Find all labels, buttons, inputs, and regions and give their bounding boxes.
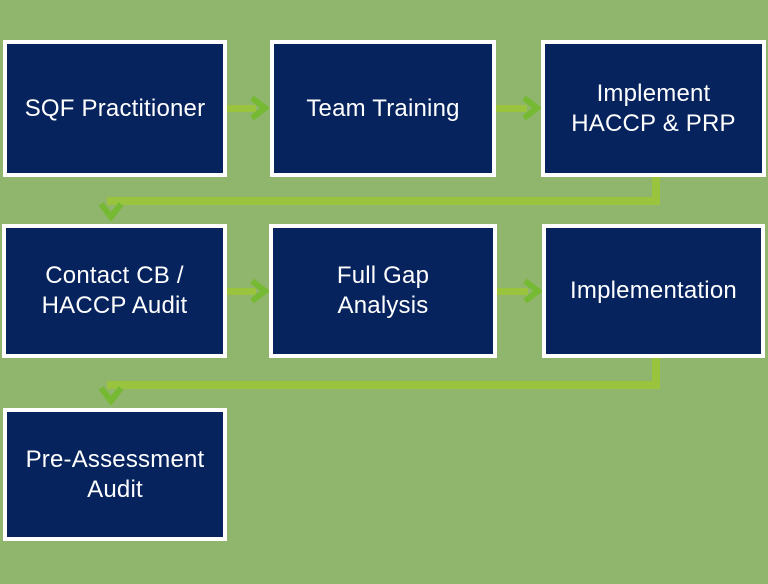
arrowhead-down-icon — [98, 386, 124, 405]
arrow-contact-to-gap-line — [227, 288, 256, 295]
node-label: Contact CB / HACCP Audit — [41, 262, 188, 319]
arrow-implement-to-contact-horizontal-segment — [107, 197, 660, 205]
arrowhead-right-icon — [250, 278, 269, 304]
arrowhead-right-icon — [523, 278, 542, 304]
arrow-implementation-to-preassessment-vertical-segment — [652, 358, 660, 388]
node-full-gap-analysis: Full Gap Analysis — [269, 224, 497, 358]
arrow-gap-to-implementation-line — [497, 288, 528, 295]
node-label: Team Training — [306, 94, 460, 122]
node-sqf-practitioner: SQF Practitioner — [3, 40, 227, 177]
arrow-sqf-to-training-line — [227, 105, 256, 112]
arrowhead-right-icon — [522, 95, 541, 121]
node-label: SQF Practitioner — [24, 94, 206, 122]
node-implementation: Implementation — [542, 224, 765, 358]
node-label: Pre-Assessment Audit — [25, 445, 205, 503]
node-label: Implementation — [570, 277, 737, 304]
arrow-implement-to-contact-vertical-segment — [652, 177, 660, 204]
arrow-implementation-to-preassessment-horizontal-segment — [107, 381, 660, 389]
arrowhead-right-icon — [250, 95, 269, 121]
node-pre-assessment-audit: Pre-Assessment Audit — [3, 408, 227, 541]
node-label: Full Gap Analysis — [336, 262, 430, 319]
node-implement-haccp-prp: Implement HACCP & PRP — [541, 40, 766, 177]
arrowhead-down-icon — [98, 202, 124, 221]
node-contact-cb-haccp-audit: Contact CB / HACCP Audit — [2, 224, 227, 358]
arrow-training-to-implement-line — [496, 105, 527, 112]
node-label: Implement HACCP & PRP — [571, 79, 736, 137]
node-team-training: Team Training — [270, 40, 496, 177]
